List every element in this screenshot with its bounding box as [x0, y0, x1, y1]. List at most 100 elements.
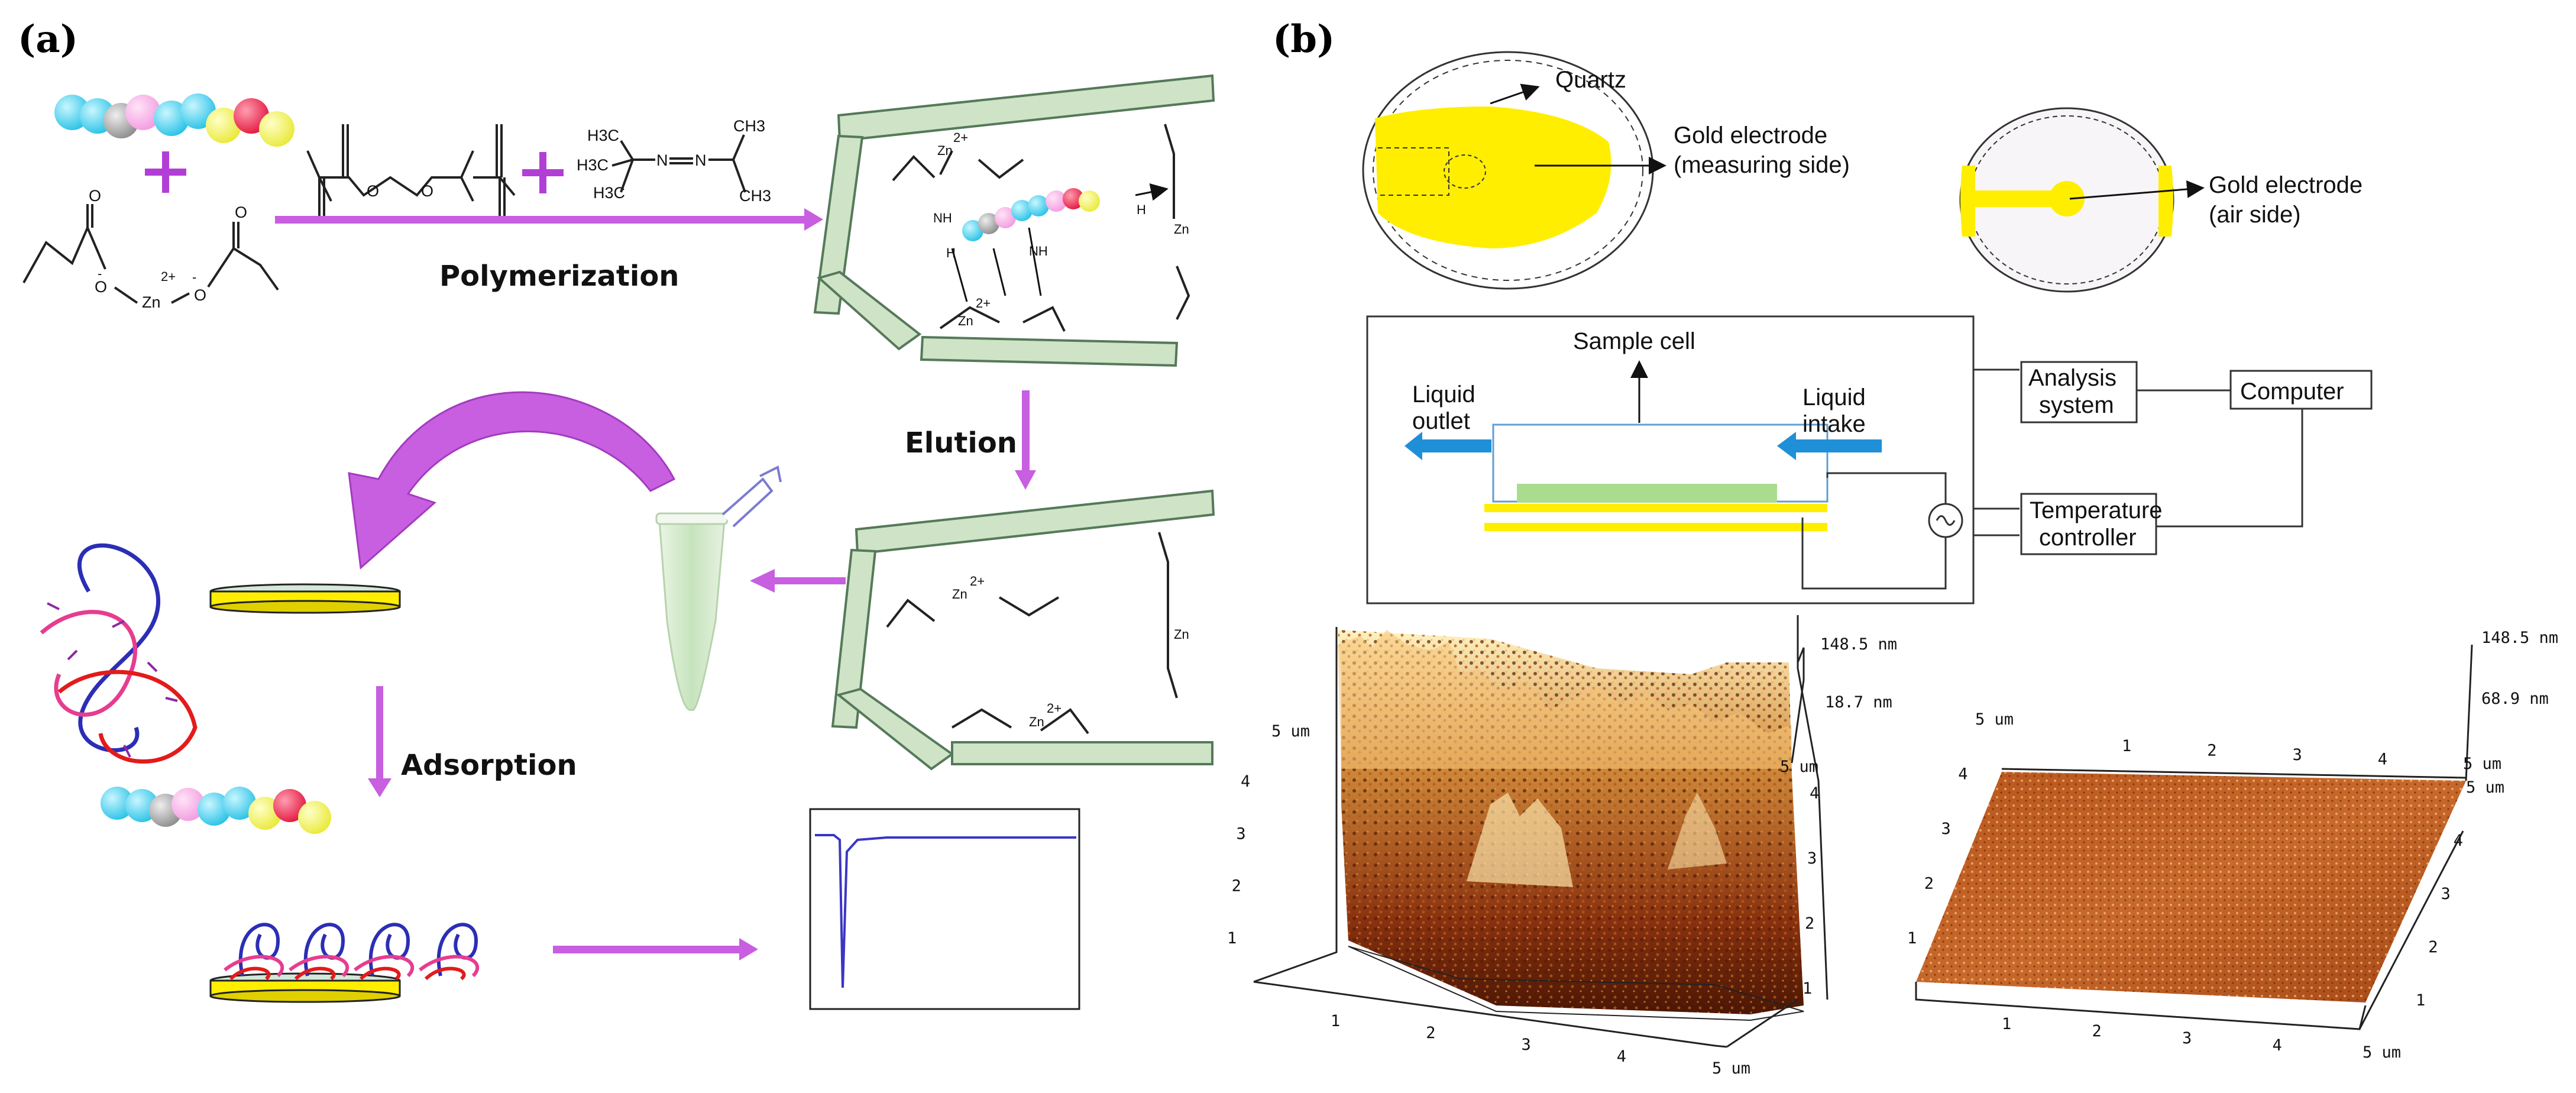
- afm-left-x-tick: 3: [1522, 1036, 1531, 1054]
- polymerization-label: Polymerization: [439, 260, 679, 293]
- afm-right-x-tick: 2: [2092, 1022, 2102, 1040]
- bead: [259, 111, 295, 147]
- svg-text:H3C: H3C: [577, 156, 609, 174]
- afm-image-flat-surface: [1915, 644, 2473, 1030]
- oxygen-atom: O: [235, 203, 247, 221]
- afm-right-side-tick: 5 um: [2466, 778, 2504, 797]
- svg-text:Zn: Zn: [1029, 714, 1044, 729]
- analysis-system-label-line2: system: [2039, 392, 2114, 418]
- adsorption-label: Adsorption: [401, 749, 577, 782]
- bead: [154, 101, 189, 136]
- panel-a-label: (a): [18, 17, 78, 62]
- afm-right-side-tick: 2: [2428, 938, 2438, 956]
- afm-right-side-tick: 1: [2416, 991, 2425, 1010]
- afm-right-zmax: 148.5 nm: [2481, 629, 2558, 647]
- afm-right-y-tick: 2: [1924, 875, 1934, 893]
- liquid-outlet-label-line1: Liquid: [1412, 381, 1475, 408]
- afm-left-zmid: 18.7 nm: [1825, 693, 1892, 712]
- afm-right-x-tick: 5 um: [2363, 1043, 2401, 1062]
- afm-right-top-tick: 1: [2122, 737, 2131, 755]
- afm-left-side-tick: 2: [1805, 914, 1814, 933]
- svg-text:2+: 2+: [953, 130, 968, 145]
- temperature-controller-label-line2: controller: [2039, 525, 2137, 551]
- svg-text:Zn: Zn: [958, 313, 973, 328]
- qcm-chip-empty: [209, 583, 401, 614]
- azo-initiator-structure: H3C H3C H3C N N CH3 CH3: [577, 117, 771, 205]
- afm-right-y-tick: 3: [1941, 820, 1951, 838]
- afm-left-zmax: 148.5 nm: [1820, 635, 1897, 654]
- oxygen-atom: O: [95, 278, 107, 296]
- oxygen-atom: O: [194, 286, 206, 304]
- afm-right-side-tick: 3: [2441, 885, 2451, 903]
- imprinted-polymer-cavity: Zn 2+ Zn 2+ Zn NH NH H H: [813, 74, 1215, 367]
- afm-left-y-tick: 4: [1241, 772, 1250, 791]
- afm-right-y-tick: 5 um: [1975, 710, 2014, 729]
- oxygen-atom: O: [367, 182, 379, 200]
- afm-right-top-tick: 4: [2378, 751, 2387, 769]
- svg-text:Zn: Zn: [1174, 627, 1189, 642]
- svg-text:H: H: [946, 245, 956, 260]
- temperature-controller-label-line1: Temperature: [2030, 497, 2163, 523]
- qcm-chip-adsorbed: [209, 923, 480, 1003]
- afm-right-top-tick: 2: [2207, 742, 2216, 760]
- empty-imprinted-cavity: Zn 2+ Zn 2+ Zn: [831, 489, 1215, 771]
- qcm-crystal-measuring-side: [1362, 51, 1666, 290]
- afm-left-y-tick: 3: [1236, 824, 1245, 843]
- svg-text:CH3: CH3: [733, 117, 765, 135]
- biomolecule-illustration: [40, 543, 198, 764]
- svg-text:NH: NH: [933, 211, 952, 225]
- gold-air-label-line2: (air side): [2209, 202, 2301, 228]
- target-bead-chain: [101, 787, 331, 834]
- afm-left-axis-unit: 5 um: [1780, 758, 1818, 776]
- afm-left-y-tick: 2: [1232, 877, 1241, 895]
- afm-left-side-tick: 4: [1810, 784, 1819, 803]
- svg-text:CH3: CH3: [739, 187, 771, 205]
- bead: [125, 95, 161, 130]
- oxygen-atom: O: [421, 182, 433, 200]
- svg-text:2+: 2+: [976, 296, 991, 311]
- afm-right-top-tick: 3: [2293, 746, 2302, 764]
- rebinding-curved-arrow: [348, 391, 676, 570]
- afm-right-zmid: 68.9 nm: [2481, 690, 2549, 708]
- svg-text:-: -: [98, 266, 102, 281]
- frequency-response-plot: [809, 808, 1080, 1010]
- afm-right-x-tick: 3: [2182, 1029, 2192, 1047]
- gold-air-label-line1: Gold electrode: [2209, 172, 2363, 198]
- afm-left-side-tick: 3: [1807, 849, 1817, 868]
- panel-b-label: (b): [1273, 17, 1335, 62]
- afm-right-y-tick: 4: [1958, 765, 1967, 784]
- svg-text:2+: 2+: [970, 574, 985, 588]
- svg-text:Zn: Zn: [937, 143, 953, 158]
- plus-icon: [145, 151, 186, 193]
- extraction-arrow: [750, 569, 846, 593]
- crosslinker-structure: O O: [306, 124, 516, 222]
- signal-arrow: [553, 938, 758, 961]
- svg-text:H3C: H3C: [593, 184, 625, 202]
- gold-measuring-label-line2: (measuring side): [1674, 152, 1850, 178]
- polymerization-arrow: [275, 208, 823, 231]
- svg-text:H: H: [1137, 202, 1146, 217]
- zinc-atom: Zn: [142, 293, 161, 311]
- afm-right-x-tick: 1: [2002, 1015, 2011, 1033]
- svg-text:H3C: H3C: [587, 127, 619, 144]
- liquid-intake-label-line1: Liquid: [1802, 384, 1866, 410]
- computer-label: Computer: [2240, 379, 2344, 405]
- sample-cell-label: Sample cell: [1573, 328, 1695, 354]
- svg-text:N: N: [695, 151, 707, 169]
- afm-left-axis-unit: 5 um: [1271, 722, 1310, 740]
- zinc-charge: 2+: [161, 269, 176, 284]
- analysis-system-label-line1: Analysis: [2028, 365, 2117, 391]
- adsorption-arrow: [368, 686, 391, 797]
- liquid-intake-label-line2: intake: [1802, 411, 1866, 437]
- afm-right-side-tick: 4: [2454, 832, 2463, 850]
- elution-arrow: [1015, 390, 1036, 490]
- template-bead-chain: [54, 93, 295, 147]
- oxygen-atom: O: [89, 187, 101, 205]
- afm-right-top-tick: 5 um: [2463, 755, 2501, 773]
- afm-left-x-tick: 1: [1331, 1012, 1340, 1030]
- svg-text:-: -: [192, 270, 196, 284]
- plus-icon: [522, 152, 564, 193]
- liquid-outlet-label-line2: outlet: [1412, 408, 1470, 434]
- measurement-setup-diagram: [1366, 315, 2373, 604]
